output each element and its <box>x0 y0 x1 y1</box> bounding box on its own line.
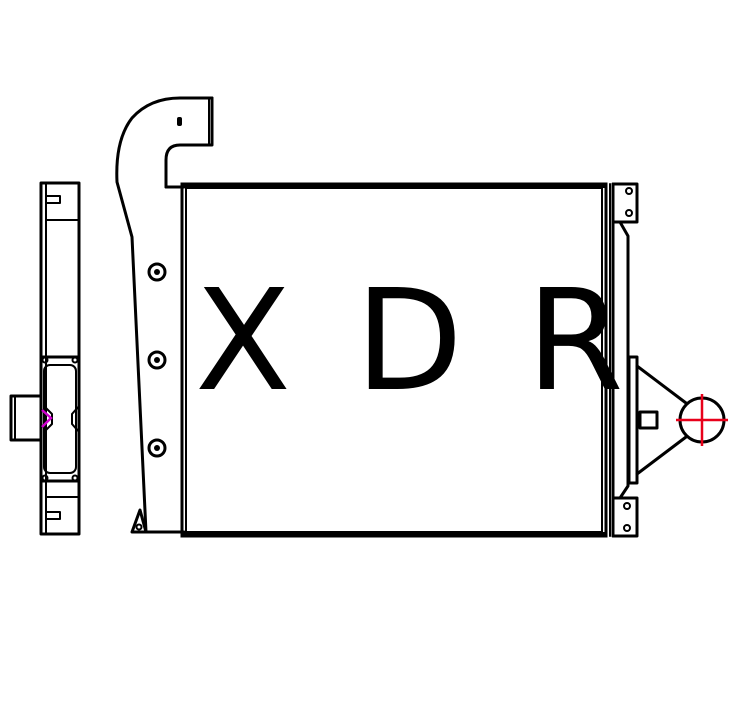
left-tank-bolt-1-center <box>154 269 160 275</box>
side-view-top-tab <box>45 195 61 204</box>
magenta-marker-icon <box>41 409 53 428</box>
right-top-bracket-hole-2 <box>625 209 633 217</box>
brand-letter-x: X <box>195 260 291 423</box>
side-view-mount-block <box>39 355 81 483</box>
right-top-bracket-hole-1 <box>625 187 633 195</box>
outlet-stub <box>638 410 659 430</box>
side-view-stub <box>9 394 43 442</box>
right-top-bracket <box>611 182 639 224</box>
inlet-dot <box>177 117 182 126</box>
outlet-cone <box>635 364 688 476</box>
left-tank-foot-hole <box>135 523 143 531</box>
side-view-top-notch <box>45 182 80 221</box>
side-view-bolt-2 <box>71 356 79 364</box>
inlet-elbow-outer <box>115 96 214 534</box>
left-tank-bolt-2 <box>147 350 167 370</box>
side-view-bracket-curve-right <box>71 405 80 433</box>
left-tank-bolt-2-center <box>154 357 160 363</box>
side-view-bolt-4 <box>71 474 79 482</box>
left-tank-bolt-3 <box>147 438 167 458</box>
side-view-bolt-1 <box>41 356 49 364</box>
right-bottom-bracket-hole-1 <box>623 502 631 510</box>
side-view-bolt-3 <box>41 474 49 482</box>
side-view-bottom-tab <box>45 511 61 520</box>
side-view-mount-inner <box>43 364 77 474</box>
side-view-bracket-curve <box>43 405 53 433</box>
outlet-plate <box>627 355 639 485</box>
brand-letter-d: D <box>355 260 463 423</box>
left-tank-and-inlet <box>115 96 214 534</box>
left-tank-bolt-3-center <box>154 445 160 451</box>
inlet-elbow-inner <box>164 96 214 189</box>
right-tank <box>604 182 728 538</box>
brand-lettering: X D R <box>195 260 624 423</box>
left-tank-foot <box>130 508 148 534</box>
right-bottom-bracket <box>611 496 639 538</box>
side-view <box>9 181 81 536</box>
brand-letter-r: R <box>526 260 623 423</box>
left-tank-bolt-1 <box>147 262 167 282</box>
right-bottom-bracket-hole-2 <box>623 524 631 532</box>
